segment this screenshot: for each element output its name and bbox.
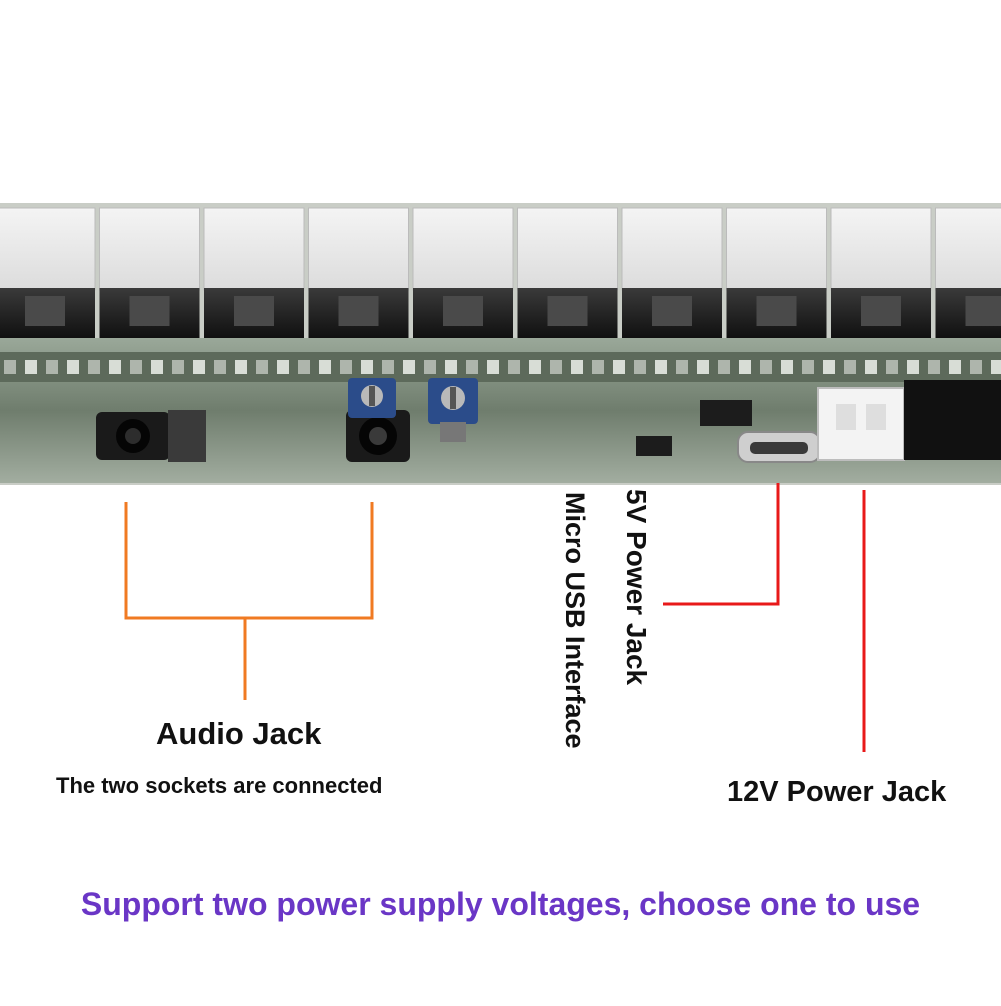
smd-led [949,360,961,374]
smd-led [361,360,373,374]
smd-led [466,360,478,374]
rj45-port-icon [727,208,827,338]
audio-jack-title: Audio Jack [156,716,321,752]
smd-led [25,360,37,374]
power-5v-label: 5V Power Jack [620,489,652,685]
smd-led [130,360,142,374]
smd-led [676,360,688,374]
smd-led [907,360,919,374]
smd-led [802,360,814,374]
potentiometer-icon [348,378,396,418]
smd-led [319,360,331,374]
smd-led [823,360,835,374]
power-jack-pointer [663,483,864,752]
footer-caption: Support two power supply voltages, choos… [0,886,1001,923]
rj45-port-icon [100,208,200,338]
smd-led [613,360,625,374]
smd-component [636,436,672,456]
smd-led [403,360,415,374]
smd-led [655,360,667,374]
smd-led [340,360,352,374]
smd-led [235,360,247,374]
smd-led [256,360,268,374]
smd-led [487,360,499,374]
smd-led [88,360,100,374]
rj45-port-icon [831,208,931,338]
smd-led [928,360,940,374]
smd-led [970,360,982,374]
smd-led [886,360,898,374]
audio-jack-pointer [126,502,372,700]
smd-led [592,360,604,374]
smd-led [277,360,289,374]
rj45-port-icon [0,208,95,338]
smd-led [697,360,709,374]
audio-jack-icon [96,410,206,462]
smd-led [760,360,772,374]
smd-led [424,360,436,374]
smd-component [700,400,752,426]
smd-led [739,360,751,374]
smd-led [865,360,877,374]
smd-led [844,360,856,374]
smd-led [445,360,457,374]
smd-led [781,360,793,374]
smd-led [382,360,394,374]
smd-led [718,360,730,374]
audio-jack-note: The two sockets are connected [56,773,382,799]
power-connector-icon [818,380,1001,460]
smd-led [4,360,16,374]
rj45-port-icon [413,208,513,338]
rj45-port-icon [622,208,722,338]
rj45-port-icon [518,208,618,338]
smd-led [550,360,562,374]
smd-led [109,360,121,374]
smd-led [571,360,583,374]
smd-led [529,360,541,374]
smd-led [193,360,205,374]
rj45-port-row [0,208,1001,338]
smd-led [634,360,646,374]
smd-led [214,360,226,374]
rj45-port-icon [204,208,304,338]
micro-usb-label: Micro USB Interface [559,492,590,749]
micro-usb-port-icon [738,432,820,462]
rj45-port-icon [309,208,409,338]
power-12v-label: 12V Power Jack [727,776,946,809]
smd-led [46,360,58,374]
smd-led [67,360,79,374]
smd-led [151,360,163,374]
smd-led [508,360,520,374]
rj45-port-icon [936,208,1001,338]
smd-led [172,360,184,374]
smd-led [991,360,1001,374]
smd-led [298,360,310,374]
